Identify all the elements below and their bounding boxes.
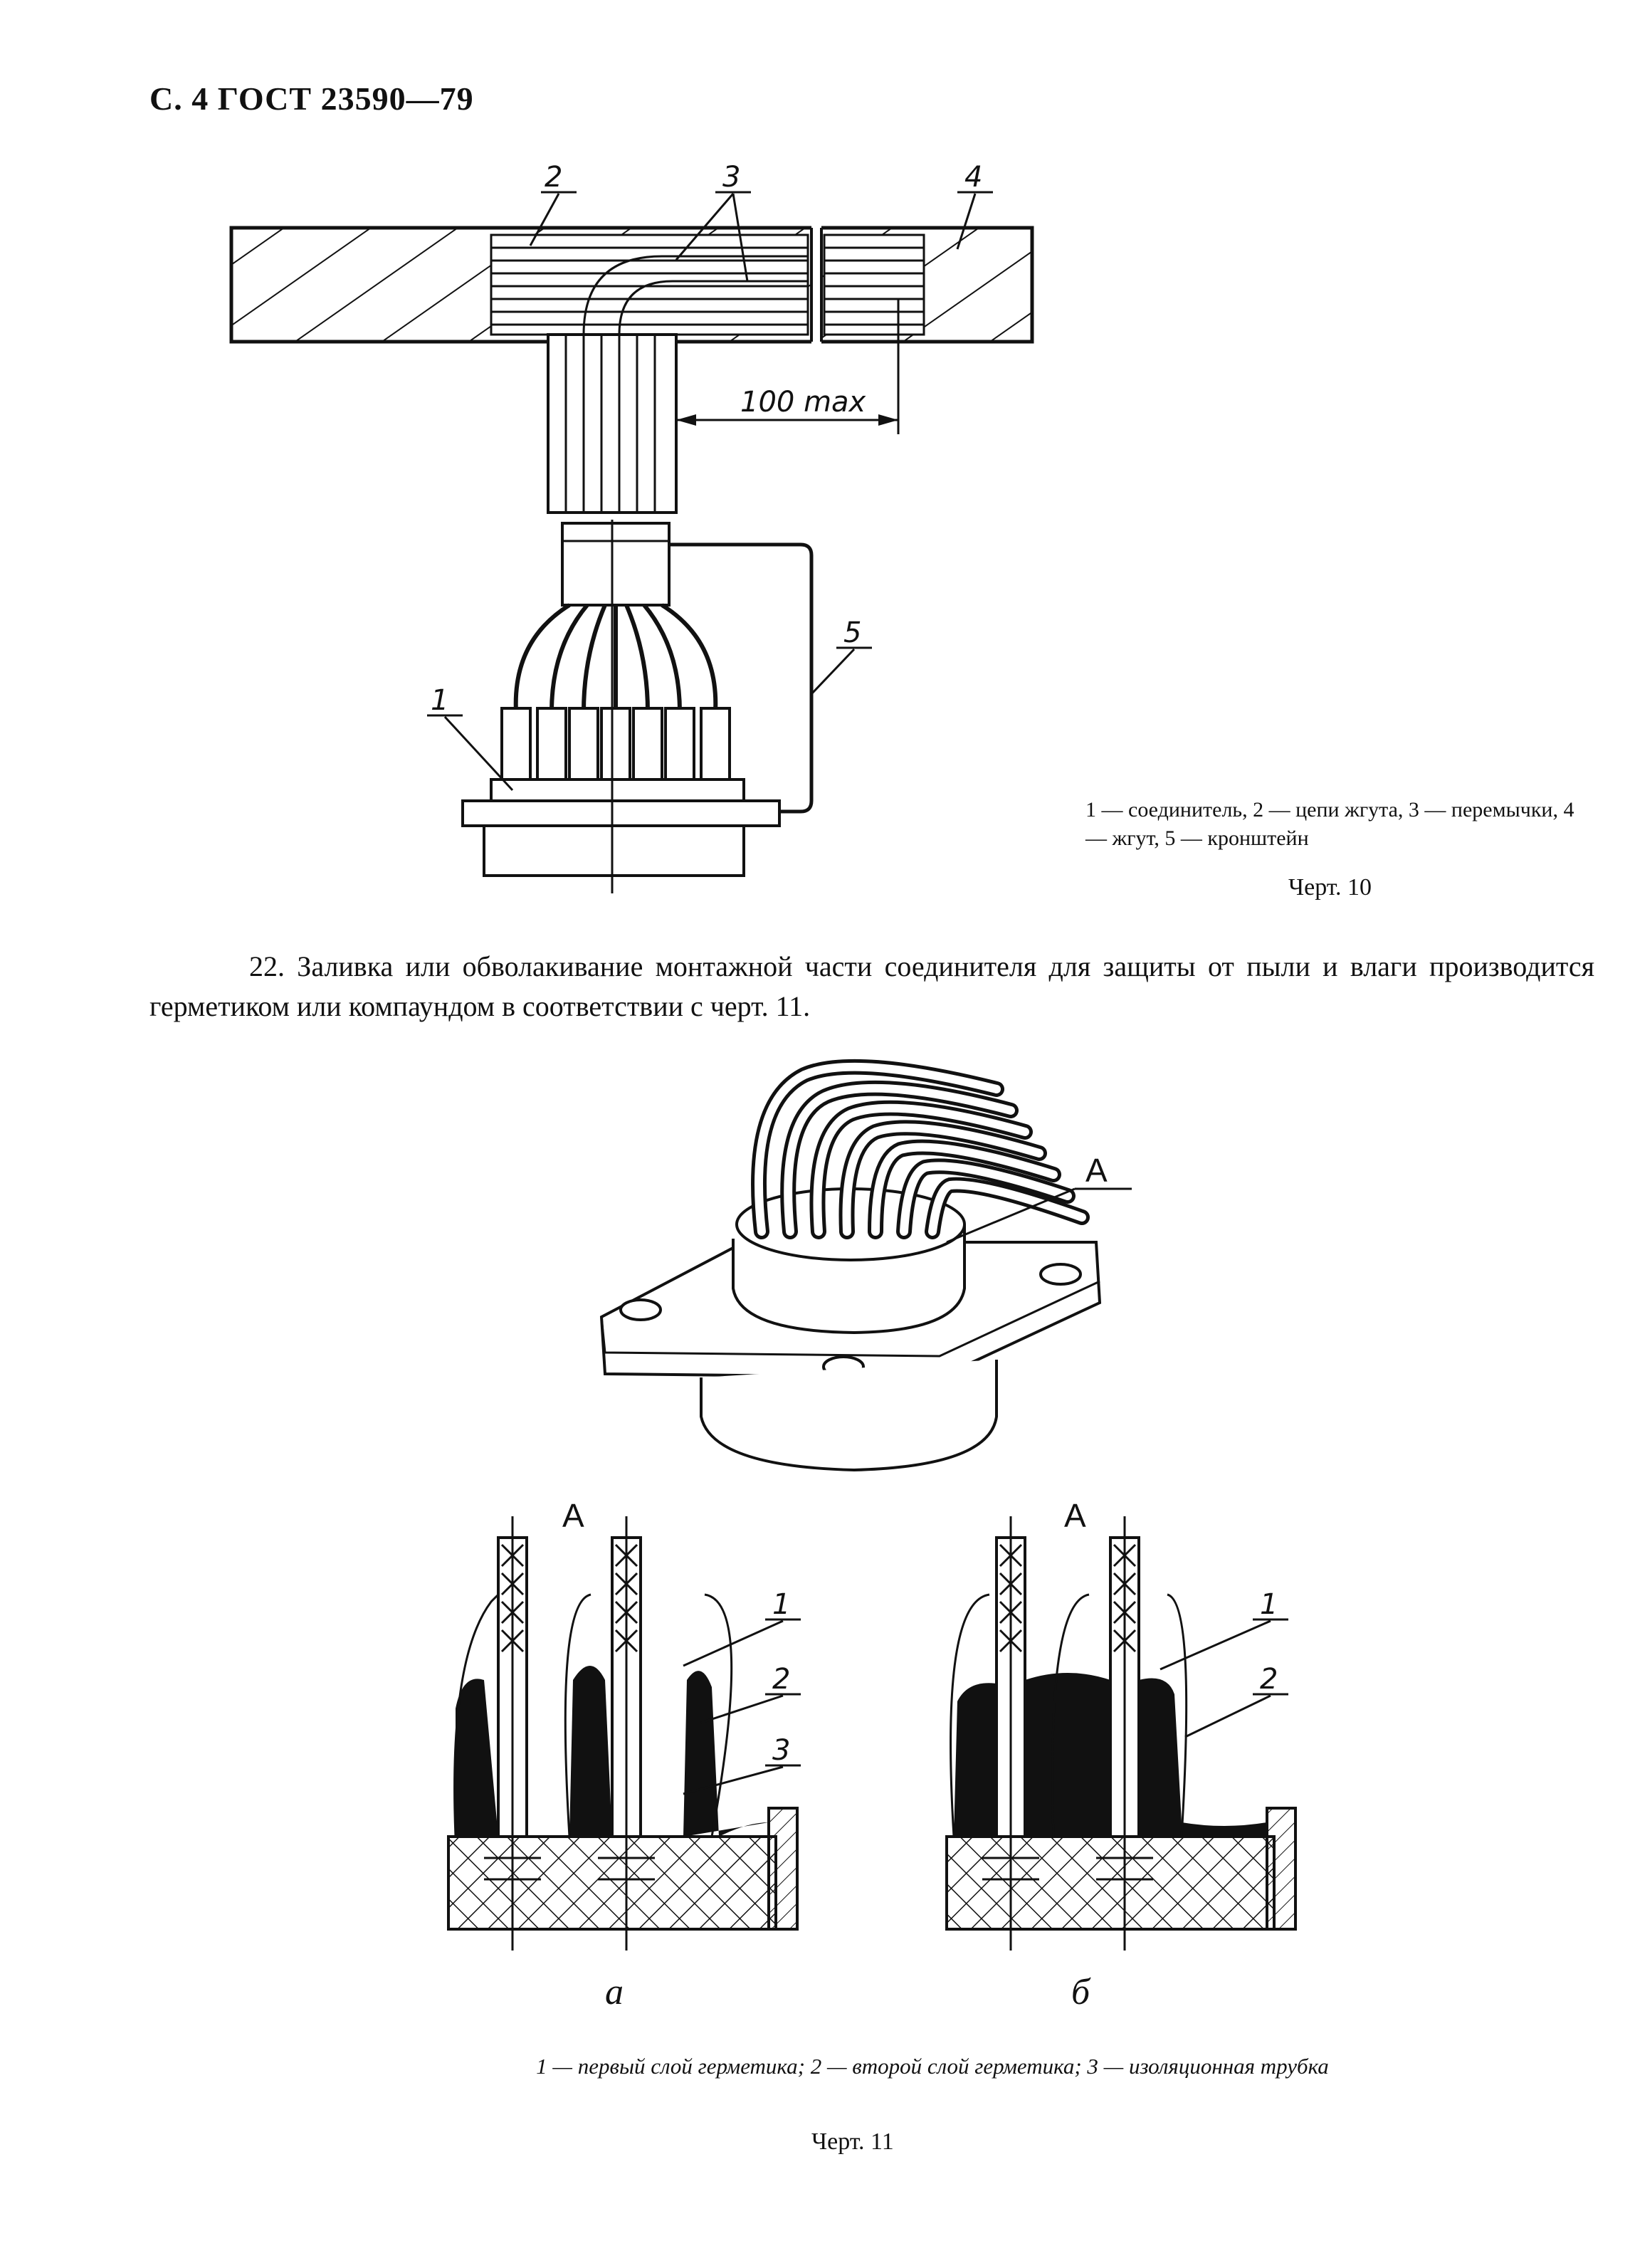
callout-5: 5 [843,616,861,649]
page-header: С. 4 ГОСТ 23590—79 [149,80,474,117]
detail-a-callout-3: 3 [772,1734,790,1767]
callouts-10 [427,191,993,792]
detail-a-callout-2: 2 [772,1663,790,1696]
figure-11-legend: 1 — первый слой герметика; 2 — второй сл… [536,2054,1329,2079]
detail-a-label: А [562,1497,584,1534]
sub-label-a: а [605,1972,624,2012]
callout-3: 3 [722,161,740,194]
sub-label-b: б [1071,1972,1091,2012]
view-label-a: A [1085,1152,1108,1189]
figure-10: 100 max [229,161,1034,893]
callout-4: 4 [964,161,982,194]
detail-b-label: А [1064,1497,1086,1534]
detail-b-callout-1: 1 [1260,1588,1278,1621]
figure-11-caption: Черт. 11 [811,2128,894,2155]
wire-bundle [490,233,925,514]
callout-2: 2 [545,161,562,194]
dimension-label: 100 max [740,386,866,419]
detail-a-callout-1: 1 [772,1588,790,1621]
figure-11-connector: A [599,1059,1132,1472]
detail-b-callout-2: 2 [1260,1663,1278,1696]
connector-assembly [461,520,814,893]
detail-a: А 1 2 3 а [447,1497,801,2012]
detail-b: А 1 2 б [945,1497,1297,2012]
figure-10-legend: 1 — соединитель, 2 — цепи жгута, 3 — пер… [1085,798,1574,850]
figure-10-caption: Черт. 10 [1288,874,1372,901]
dimension-line: 100 max [676,299,900,434]
paragraph-22: 22. Заливка или обволакивание монтажной … [149,950,1594,1022]
callout-1: 1 [431,684,448,717]
